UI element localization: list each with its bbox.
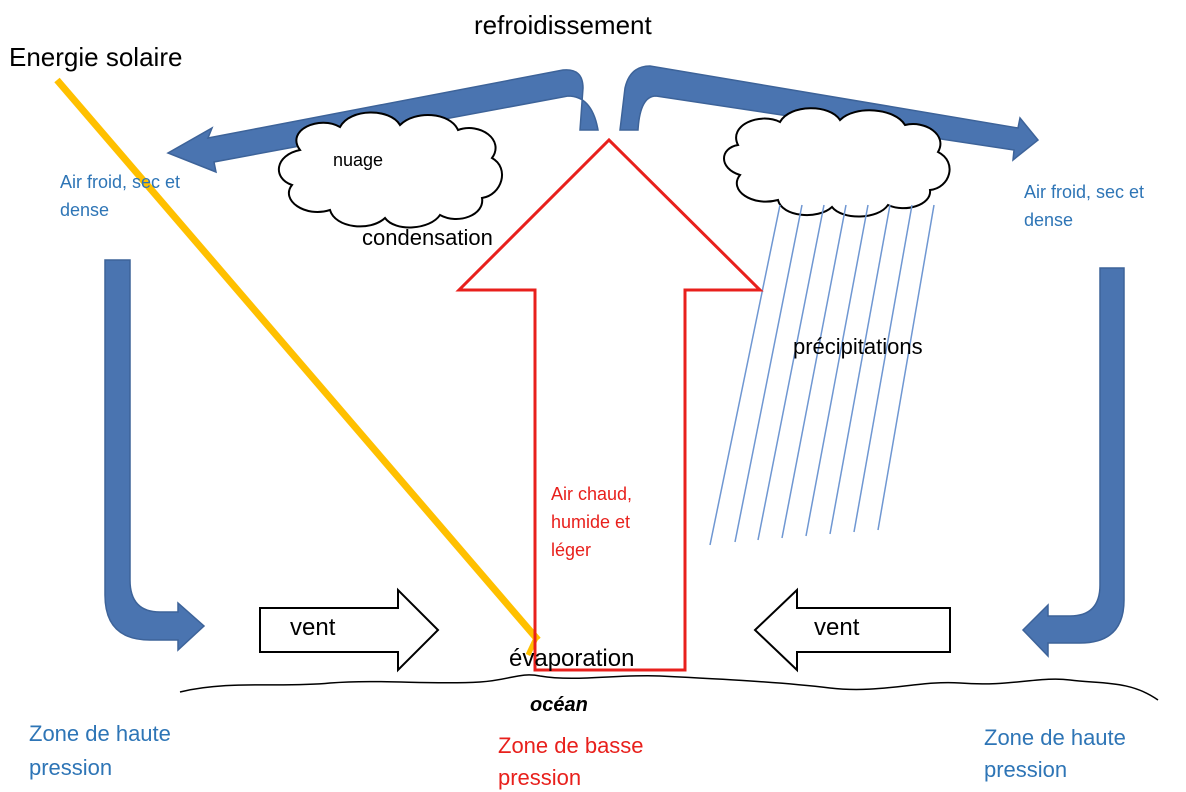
evaporation-label: évaporation	[509, 645, 635, 672]
rain-line	[805, 204, 869, 537]
high-pressure-right-line1: Zone de haute	[984, 725, 1126, 750]
wind-right-label: vent	[814, 614, 860, 641]
left-descending-arrow	[104, 259, 206, 652]
precipitation-label: précipitations	[793, 334, 923, 359]
right-cloud-shape	[723, 107, 951, 218]
solar-energy-label: Energie solaire	[9, 42, 183, 72]
rain-lines	[709, 204, 935, 546]
rain-line	[853, 204, 913, 533]
solar-ray	[54, 77, 541, 643]
condensation-label: condensation	[362, 225, 493, 250]
warm-air-line3: léger	[551, 540, 592, 560]
cold-air-right-line2: dense	[1024, 210, 1074, 230]
rain-line	[829, 204, 891, 535]
right-descending-arrow	[1021, 267, 1125, 658]
warm-air-line1: Air chaud,	[551, 484, 633, 504]
rain-line	[877, 204, 935, 531]
cooling-label: refroidissement	[474, 10, 652, 40]
wind-left-label: vent	[290, 614, 336, 641]
high-pressure-left-line1: Zone de haute	[29, 721, 171, 746]
rain-line	[781, 204, 847, 539]
warm-air-line2: humide et	[551, 512, 631, 532]
high-pressure-right-line2: pression	[984, 757, 1068, 782]
cold-air-right-line1: Air froid, sec et	[1024, 182, 1145, 202]
warm-air-rising-arrow	[455, 137, 764, 672]
cold-air-left-line2: dense	[60, 200, 110, 220]
ocean-surface-line	[179, 674, 1159, 701]
rain-line	[709, 204, 781, 546]
cold-air-left-line1: Air froid, sec et	[60, 172, 181, 192]
left-wind-arrow	[259, 587, 440, 673]
rain-line	[734, 204, 803, 543]
right-wind-arrow	[753, 587, 951, 673]
rain-line	[757, 204, 825, 541]
low-pressure-line1: Zone de basse	[498, 733, 644, 758]
high-pressure-left-line2: pression	[29, 755, 113, 780]
low-pressure-line2: pression	[498, 765, 582, 790]
cloud-label: nuage	[333, 150, 384, 170]
ocean-label: océan	[530, 694, 588, 716]
left-cloud-shape	[277, 111, 503, 229]
